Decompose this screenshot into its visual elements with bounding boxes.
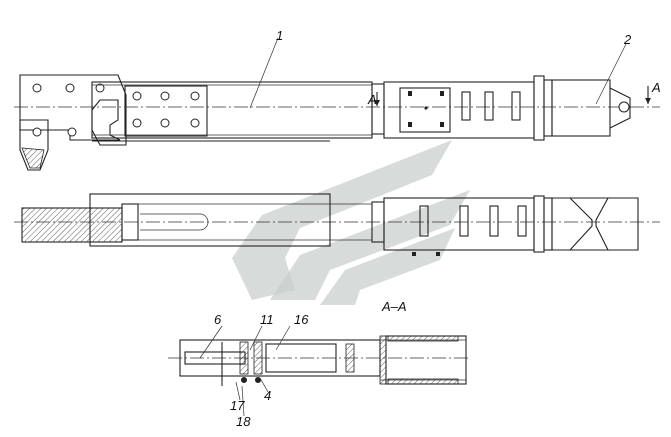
label-part-6: 6 — [214, 312, 222, 327]
label-section-a-right: A — [651, 80, 661, 95]
label-section-title: A–A — [381, 299, 407, 314]
label-section-a-left: A — [367, 92, 377, 107]
label-part-11: 11 — [260, 312, 274, 327]
label-part-1: 1 — [276, 28, 283, 43]
label-part-18: 18 — [236, 414, 251, 429]
label-part-2: 2 — [623, 32, 632, 47]
section-a-a — [168, 335, 470, 386]
label-part-4: 4 — [264, 388, 271, 403]
leader-lines — [199, 37, 627, 417]
plan-view — [14, 193, 660, 256]
top-view — [14, 74, 660, 171]
label-part-17: 17 — [230, 398, 245, 413]
watermark-logo — [232, 140, 470, 305]
label-part-16: 16 — [294, 312, 309, 327]
